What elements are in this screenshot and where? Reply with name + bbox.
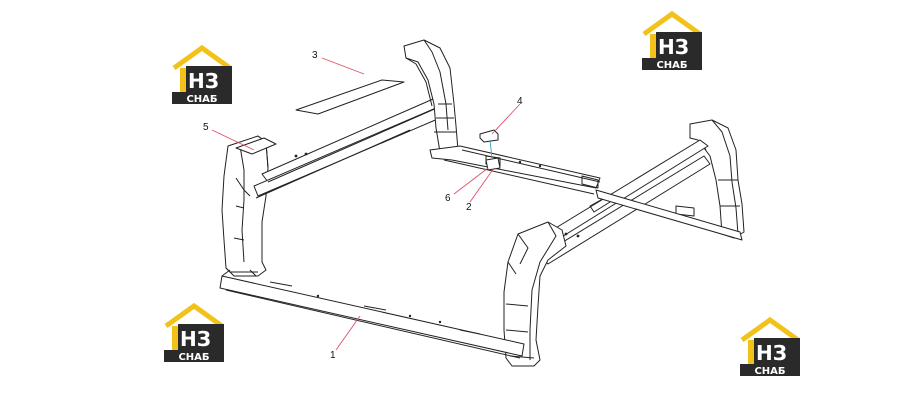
logo-watermark-top-right: НЗ СНАБ [642, 10, 702, 71]
leader-6 [453, 167, 489, 195]
frame-assembly [219, 39, 745, 367]
logo-caption-text: СНАБ [178, 352, 209, 363]
logo-watermark-bottom-left: НЗ СНАБ [164, 302, 224, 363]
rear-left-hoop [221, 135, 269, 277]
logo-mark-text: НЗ [756, 341, 787, 365]
logo-mark-bg [178, 324, 224, 350]
logo-caption-bg [642, 58, 702, 70]
house-roof-icon [740, 316, 800, 343]
leader-4 [491, 103, 521, 135]
house-roof-icon [172, 44, 232, 71]
leader-3 [321, 57, 365, 75]
rear-side-beam [429, 145, 601, 195]
logo-watermark-top-left: НЗ СНАБ [172, 44, 232, 105]
callout-2: 2 [466, 202, 472, 213]
front-base-beam-part-1 [219, 269, 525, 359]
logo-mark-text: НЗ [658, 35, 689, 59]
plate-part-3 [295, 79, 405, 115]
rivet-marks [294, 152, 580, 324]
callout-5: 5 [203, 122, 209, 133]
house-roof-icon [164, 302, 224, 329]
logo-caption-text: СНАБ [656, 60, 687, 71]
leader-2-hint [489, 139, 493, 159]
logo-caption-text: СНАБ [754, 366, 785, 377]
front-right-hoop [503, 221, 567, 367]
rear-top-hoop [403, 39, 459, 159]
logo-caption-text: СНАБ [186, 94, 217, 105]
logo-mark-text: НЗ [180, 327, 211, 351]
logo-mark-bg [186, 66, 232, 92]
callout-3: 3 [312, 50, 318, 61]
callout-6: 6 [445, 193, 451, 204]
clip-part-2 [485, 157, 501, 171]
right-lower-beam [595, 189, 743, 241]
leader-1 [335, 315, 361, 351]
callout-leaders [211, 57, 521, 351]
logo-caption-bg [172, 92, 232, 104]
leader-5 [211, 129, 255, 151]
house-roof-icon [642, 10, 702, 37]
logo-caption-bg [740, 364, 800, 376]
logo-watermark-bottom-right: НЗ СНАБ [740, 316, 800, 377]
logo-mark-bg [754, 338, 800, 364]
plate-part-5 [235, 137, 277, 155]
upper-beam-left [253, 95, 447, 199]
logo-mark-bg [656, 32, 702, 58]
logo-mark-text: НЗ [188, 69, 219, 93]
callout-4: 4 [517, 96, 523, 107]
bracket-part-4 [479, 129, 499, 143]
callout-labels: 3 5 4 6 2 1 [203, 50, 523, 361]
leader-2 [469, 167, 495, 203]
logo-caption-bg [164, 350, 224, 362]
callout-1: 1 [330, 350, 336, 361]
